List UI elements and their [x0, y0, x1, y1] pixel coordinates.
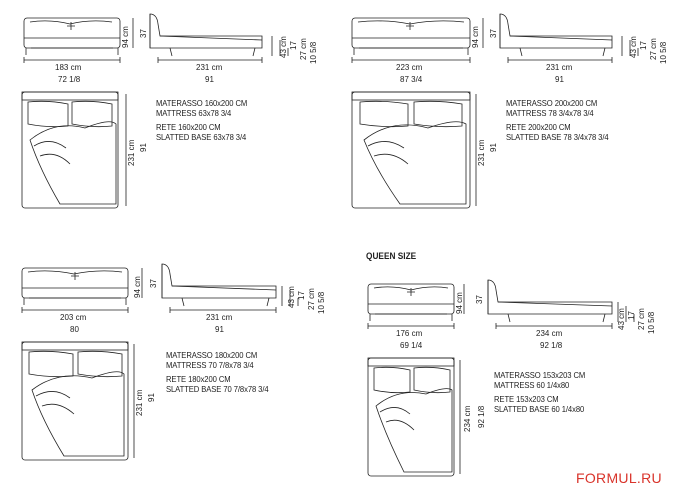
base-height-label: 27 cm [649, 38, 658, 60]
side-length-label: 231 cm [546, 63, 573, 72]
side-length-in-label: 91 [215, 325, 224, 334]
headboard-height-label: 94 cm [471, 26, 480, 48]
spec-note-3: MATERASSO 180x200 CM MATTRESS 70 7/8x78 … [166, 350, 269, 394]
plan-length-in-label: 91 [489, 143, 498, 152]
inner-width-label: 72 1/8 [58, 75, 81, 84]
plan-view-1 [21, 91, 119, 209]
materasso-text: MATERASSO 180x200 CM [166, 350, 258, 360]
queen-size-heading: QUEEN SIZE [366, 251, 417, 261]
headboard-height-label: 94 cm [121, 26, 130, 48]
headboard-height-label: 94 cm [133, 276, 142, 298]
side-length-in-label: 91 [205, 75, 214, 84]
side-height-label: 43 cm [279, 36, 288, 58]
spec-note-2: MATERASSO 200x200 CM MATTRESS 78 3/4x78 … [506, 98, 609, 142]
front-width-label: 223 cm [396, 63, 423, 72]
base-height-in-label: 10 5/8 [309, 41, 318, 64]
headboard-height-in-label: 37 [149, 279, 158, 288]
base-height-in-label: 10 5/8 [317, 291, 326, 314]
side-view-3 [161, 263, 277, 307]
headboard-height-in-label: 37 [139, 29, 148, 38]
spec-note-1: MATERASSO 160x200 CM MATTRESS 63x78 3/4 … [156, 98, 247, 142]
front-width-label: 203 cm [60, 313, 87, 322]
side-height-in-label: 17 [297, 291, 306, 300]
plan-length-label: 231 cm [477, 139, 486, 166]
side-length-in-label: 92 1/8 [540, 341, 563, 350]
front-view-3 [21, 267, 129, 305]
front-view-2 [351, 17, 471, 55]
side-length-label: 234 cm [536, 329, 563, 338]
plan-length-label: 231 cm [127, 139, 136, 166]
plan-length-in-label: 91 [147, 393, 156, 402]
side-height-in-label: 17 [627, 311, 636, 320]
rete-text: RETE 160x200 CM [156, 122, 221, 132]
side-view-2 [499, 13, 613, 57]
headboard-height-in-label: 37 [475, 295, 484, 304]
plan-view-3 [21, 341, 129, 461]
materasso-text: MATERASSO 153x203 CM [494, 370, 586, 380]
side-height-in-label: 17 [639, 41, 648, 50]
inner-width-label: 69 1/4 [400, 341, 423, 350]
side-height-label: 43 cm [287, 286, 296, 308]
inner-width-label: 80 [70, 325, 79, 334]
mattress-text: MATTRESS 70 7/8x78 3/4 [166, 360, 254, 370]
mattress-text: MATTRESS 60 1/4x80 [494, 380, 570, 390]
front-width-label: 183 cm [55, 63, 82, 72]
rete-text: RETE 153x203 CM [494, 394, 559, 404]
slatted-text: SLATTED BASE 63x78 3/4 [156, 132, 247, 142]
side-length-label: 231 cm [206, 313, 233, 322]
plan-length-in-label: 91 [139, 143, 148, 152]
front-view-1 [23, 17, 121, 55]
mattress-text: MATTRESS 63x78 3/4 [156, 108, 232, 118]
base-height-label: 27 cm [637, 308, 646, 330]
side-length-label: 231 cm [196, 63, 223, 72]
rete-text: RETE 200x200 CM [506, 122, 571, 132]
rete-text: RETE 180x200 CM [166, 374, 231, 384]
brand-watermark: FORMUL.RU [576, 470, 662, 486]
base-height-label: 27 cm [299, 38, 308, 60]
side-view-1 [149, 13, 263, 57]
side-height-label: 43 cm [629, 36, 638, 58]
side-height-in-label: 17 [289, 41, 298, 50]
base-height-label: 27 cm [307, 288, 316, 310]
mattress-text: MATTRESS 78 3/4x78 3/4 [506, 108, 594, 118]
materasso-text: MATERASSO 200x200 CM [506, 98, 598, 108]
slatted-text: SLATTED BASE 78 3/4x78 3/4 [506, 132, 609, 142]
side-height-label: 43 cm [617, 308, 626, 330]
plan-length-in-label: 92 1/8 [477, 405, 486, 428]
side-length-in-label: 91 [555, 75, 564, 84]
materasso-text: MATERASSO 160x200 CM [156, 98, 248, 108]
side-view-4 [487, 279, 613, 323]
plan-view-2 [351, 91, 471, 209]
plan-length-label: 234 cm [463, 405, 472, 432]
headboard-height-in-label: 37 [489, 29, 498, 38]
base-height-in-label: 10 5/8 [659, 41, 668, 64]
plan-view-4 [367, 357, 455, 477]
plan-length-label: 231 cm [135, 389, 144, 416]
slatted-text: SLATTED BASE 60 1/4x80 [494, 404, 585, 414]
front-width-label: 176 cm [396, 329, 423, 338]
front-view-4 [367, 283, 455, 321]
slatted-text: SLATTED BASE 70 7/8x78 3/4 [166, 384, 269, 394]
base-height-in-label: 10 5/8 [647, 311, 656, 334]
spec-note-4: MATERASSO 153x203 CM MATTRESS 60 1/4x80 … [494, 370, 585, 414]
inner-width-label: 87 3/4 [400, 75, 423, 84]
headboard-height-label: 94 cm [455, 292, 464, 314]
